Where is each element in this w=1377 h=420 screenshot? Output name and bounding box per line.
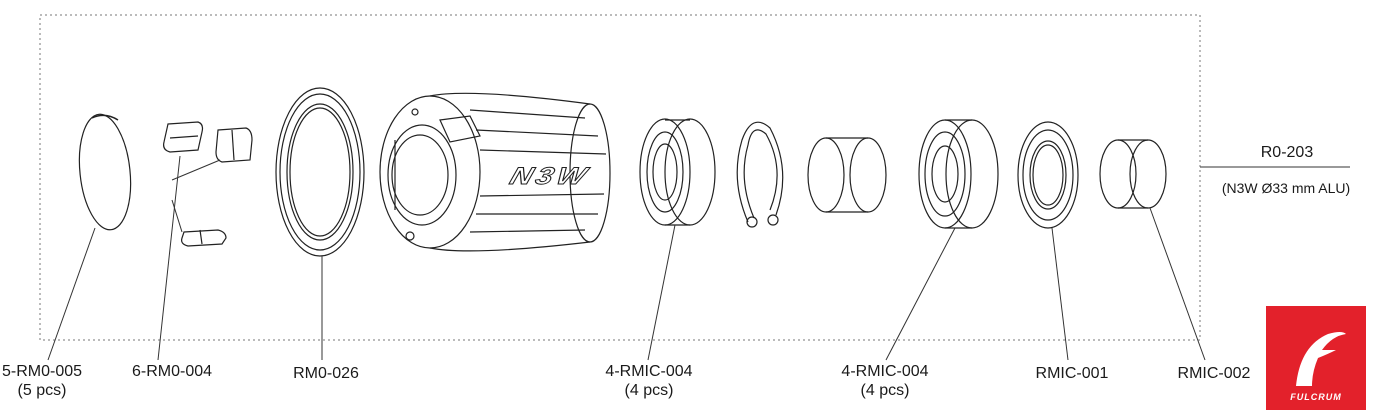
part-label-5-rm0-005: 5-RM0-005 (5 pcs) xyxy=(0,362,92,400)
dust-seal-part xyxy=(275,87,365,257)
part-qty: (4 pcs) xyxy=(624,382,674,399)
part-qty: (5 pcs) xyxy=(17,382,67,399)
leader-line-2a xyxy=(157,155,181,361)
leader-line-2c xyxy=(171,199,183,233)
part-label-6-rm0-004: 6-RM0-004 xyxy=(122,362,222,381)
part-label-4-rmic-004-a: 4-RMIC-004 (4 pcs) xyxy=(594,362,704,400)
leader-line-2b xyxy=(171,159,221,181)
assembly-code: R0-203 xyxy=(1260,144,1314,161)
assembly-boundary xyxy=(39,14,1201,341)
circlip-part xyxy=(736,121,784,228)
freehub-marking: N3W xyxy=(506,163,594,190)
part-code: 4-RMIC-004 xyxy=(605,363,693,380)
logo-wordmark: FULCRUM xyxy=(1290,392,1342,402)
part-code: RMIC-002 xyxy=(1177,365,1251,382)
part-qty: (4 pcs) xyxy=(860,382,910,399)
pawls-part xyxy=(163,121,253,247)
leader-line-5 xyxy=(885,227,956,361)
assembly-description: (N3W Ø33 mm ALU) xyxy=(1221,180,1351,196)
part-label-rmic-002: RMIC-002 xyxy=(1164,364,1264,383)
part-label-4-rmic-004-b: 4-RMIC-004 (4 pcs) xyxy=(830,362,940,400)
part-label-rmic-001: RMIC-001 xyxy=(1022,364,1122,383)
part-label-rm0-026: RM0-026 xyxy=(276,364,376,383)
leader-line-1 xyxy=(47,227,96,361)
spacer-tube-part xyxy=(807,137,887,213)
leader-line-6 xyxy=(1051,227,1069,361)
freehub-body-part xyxy=(379,92,611,252)
spring-ring-part xyxy=(78,113,132,231)
part-code: 6-RM0-004 xyxy=(131,363,213,380)
fulcrum-logo: FULCRUM xyxy=(1266,306,1366,410)
part-code: 4-RMIC-004 xyxy=(841,363,929,380)
part-code: RMIC-001 xyxy=(1035,365,1109,382)
fulcrum-f-icon xyxy=(1296,332,1346,386)
leader-line-4 xyxy=(647,224,676,361)
part-code: 5-RM0-005 xyxy=(1,363,83,380)
seal-ring-part xyxy=(1017,121,1079,229)
spacer-part xyxy=(1099,139,1167,209)
bearing-part-2 xyxy=(918,119,999,229)
bearing-part-1 xyxy=(639,118,716,226)
leader-line-7 xyxy=(1149,207,1206,361)
part-code: RM0-026 xyxy=(293,365,359,382)
